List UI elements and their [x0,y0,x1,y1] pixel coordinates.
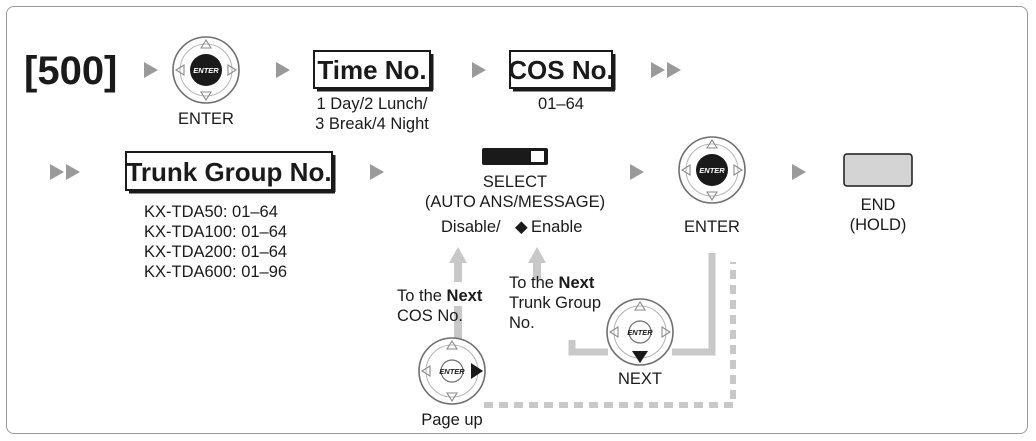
continue-arrows [50,164,80,180]
next-key-face-text: ENTER [627,328,653,337]
to-next-trunk-text-2: Trunk Group [509,294,601,312]
enter-key-2[interactable]: ENTER [678,136,746,204]
time-no-box[interactable]: Time No. [313,50,434,92]
to-next-cos-text-2: COS No. [397,307,463,325]
flow-arrow [472,62,486,78]
to-next-trunk-text: To the Next [509,274,595,292]
default-marker-icon: ◆ [515,218,528,236]
to-next-trunk-text-3: No. [509,314,535,332]
option-disable: Disable/ [441,218,501,236]
enter-center-button [190,54,222,86]
trunk-range-tda100: KX-TDA100: 01–64 [144,223,287,241]
enter-key-label: ENTER [178,110,234,128]
loop-arrow-to-cos [449,247,467,354]
right-arrow-icon [471,363,483,379]
trunk-range-tda600: KX-TDA600: 01–96 [144,263,287,281]
page-up-key-label: Page up [421,411,482,429]
trunk-group-no-box[interactable]: Trunk Group No. [125,151,336,194]
trunk-range-tda200: KX-TDA200: 01–64 [144,243,287,261]
hold-label: (HOLD) [850,216,907,234]
command-code: [500] [24,49,117,93]
cos-no-label: COS No. [508,55,613,85]
enter-key-2-label: ENTER [684,218,740,236]
flow-arrow [370,164,384,180]
enter-key-face-text: ENTER [193,66,219,75]
next-key[interactable]: ENTER [606,298,674,366]
end-hold-button[interactable] [843,153,913,187]
trunk-range-tda50: KX-TDA50: 01–64 [144,203,278,221]
flow-arrow [792,164,806,180]
to-next-cos-text: To the Next [397,287,483,305]
loop-path-next [672,253,716,356]
loop-path-trunk [568,340,608,356]
enter-key[interactable]: ENTER [172,36,240,104]
loop-arrow-to-trunk [528,247,546,280]
select-soft-key[interactable] [482,148,548,165]
flow-arrow [630,164,644,180]
enter-center-button [696,154,728,186]
continue-arrows [651,62,681,78]
select-label: SELECT [483,173,547,191]
cos-no-box[interactable]: COS No. [508,50,616,92]
cos-no-range: 01–64 [538,95,584,113]
option-enable: Enable [531,218,582,236]
page-up-key[interactable]: ENTER [418,337,486,405]
time-no-values-1: 1 Day/2 Lunch/ [317,95,428,113]
soft-key-indicator [531,151,544,162]
flow-arrow [144,62,158,78]
page-up-key-face-text: ENTER [439,367,465,376]
next-key-label: NEXT [618,370,662,388]
end-label: END [861,196,896,214]
select-sub-label: (AUTO ANS/MESSAGE) [425,193,605,211]
flow-arrow [276,62,290,78]
time-no-label: Time No. [317,55,426,85]
down-arrow-icon [632,351,648,363]
time-no-values-2: 3 Break/4 Night [315,115,429,133]
trunk-group-no-label: Trunk Group No. [126,157,331,187]
loop-path-pageup [484,262,736,408]
enter-key-face-text: ENTER [699,166,725,175]
diagram-frame [6,6,1028,434]
